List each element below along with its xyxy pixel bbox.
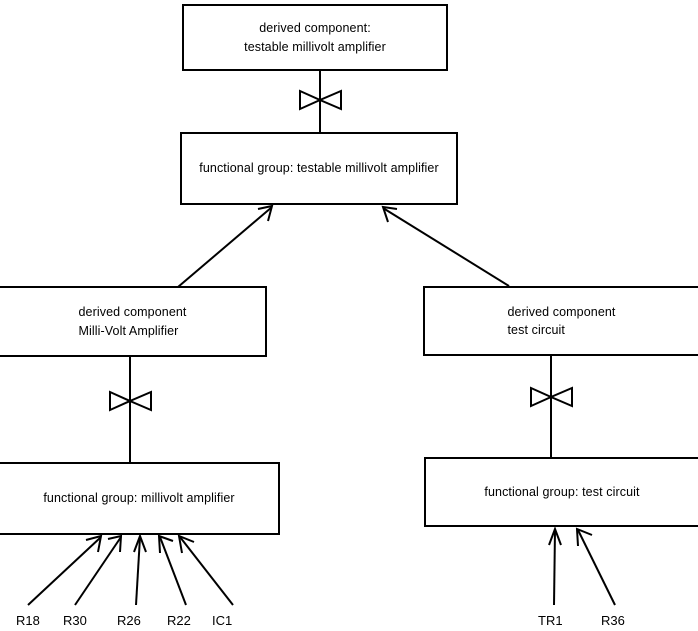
arrow-shaft bbox=[159, 536, 187, 606]
bowtie-left-left-triangle bbox=[109, 390, 133, 412]
leaf-label-r26: R26 bbox=[117, 613, 141, 628]
bowtie-left-right-triangle bbox=[127, 390, 152, 412]
leaf-label-r18: R18 bbox=[16, 613, 40, 628]
node-label: functional group: millivolt amplifier bbox=[43, 491, 235, 506]
arrow-r36 bbox=[575, 527, 616, 606]
arrow-head bbox=[575, 527, 593, 547]
arrow-head bbox=[133, 533, 147, 553]
arrow-shaft bbox=[382, 207, 510, 287]
arrow-r18 bbox=[27, 534, 103, 606]
arrow-tr1 bbox=[548, 526, 562, 606]
node-label: derived component: testable millivolt am… bbox=[244, 21, 386, 54]
arrow-test-circuit-to-testable-fg bbox=[381, 205, 510, 287]
arrow-head bbox=[548, 526, 562, 546]
leaf-label-tr1: TR1 bbox=[538, 613, 563, 628]
arrow-head bbox=[381, 205, 398, 223]
node-derived-testable-millivolt-amplifier[interactable]: derived component: testable millivolt am… bbox=[182, 4, 448, 71]
arrow-shaft bbox=[27, 536, 102, 606]
arrow-milli-volt-amplifier-to-testable-fg bbox=[177, 204, 274, 288]
arrow-head bbox=[177, 534, 195, 554]
arrow-shaft bbox=[553, 529, 556, 606]
node-label: functional group: test circuit bbox=[484, 484, 640, 499]
bowtie-connector-left bbox=[109, 357, 152, 462]
bowtie-connector-right bbox=[530, 356, 573, 457]
leaf-label-r30: R30 bbox=[63, 613, 87, 628]
arrow-shaft bbox=[74, 536, 122, 606]
arrow-head bbox=[157, 534, 174, 554]
bowtie-top-right-triangle bbox=[317, 89, 342, 111]
arrow-ic1 bbox=[177, 534, 234, 606]
bowtie-connector-top bbox=[299, 71, 342, 132]
arrow-shaft bbox=[135, 536, 141, 606]
arrow-shaft bbox=[177, 206, 273, 288]
bowtie-top-left-triangle bbox=[299, 89, 323, 111]
bowtie-right-right-triangle bbox=[548, 386, 573, 408]
bowtie-right-left-triangle bbox=[530, 386, 554, 408]
arrow-head bbox=[107, 534, 123, 553]
node-fg-testable-millivolt-amplifier[interactable]: functional group: testable millivolt amp… bbox=[180, 132, 458, 205]
node-label: derived component test circuit bbox=[507, 304, 616, 337]
leaf-label-ic1: IC1 bbox=[212, 613, 233, 628]
node-derived-milli-volt-amplifier[interactable]: derived component Milli-Volt Amplifier bbox=[0, 286, 267, 357]
node-fg-millivolt-amplifier[interactable]: functional group: millivolt amplifier bbox=[0, 462, 280, 535]
arrow-shaft bbox=[179, 536, 234, 606]
arrow-r30 bbox=[74, 534, 123, 606]
node-label: derived component Milli-Volt Amplifier bbox=[78, 305, 187, 338]
arrow-head bbox=[85, 534, 103, 553]
node-derived-test-circuit[interactable]: derived component test circuit bbox=[423, 286, 698, 356]
arrow-r22 bbox=[157, 534, 187, 606]
node-label: functional group: testable millivolt amp… bbox=[199, 161, 439, 176]
node-fg-test-circuit[interactable]: functional group: test circuit bbox=[424, 457, 698, 527]
arrow-shaft bbox=[577, 529, 616, 606]
arrow-r26 bbox=[133, 533, 147, 606]
leaf-label-r36: R36 bbox=[601, 613, 625, 628]
leaf-label-r22: R22 bbox=[167, 613, 191, 628]
arrow-head bbox=[257, 204, 274, 222]
